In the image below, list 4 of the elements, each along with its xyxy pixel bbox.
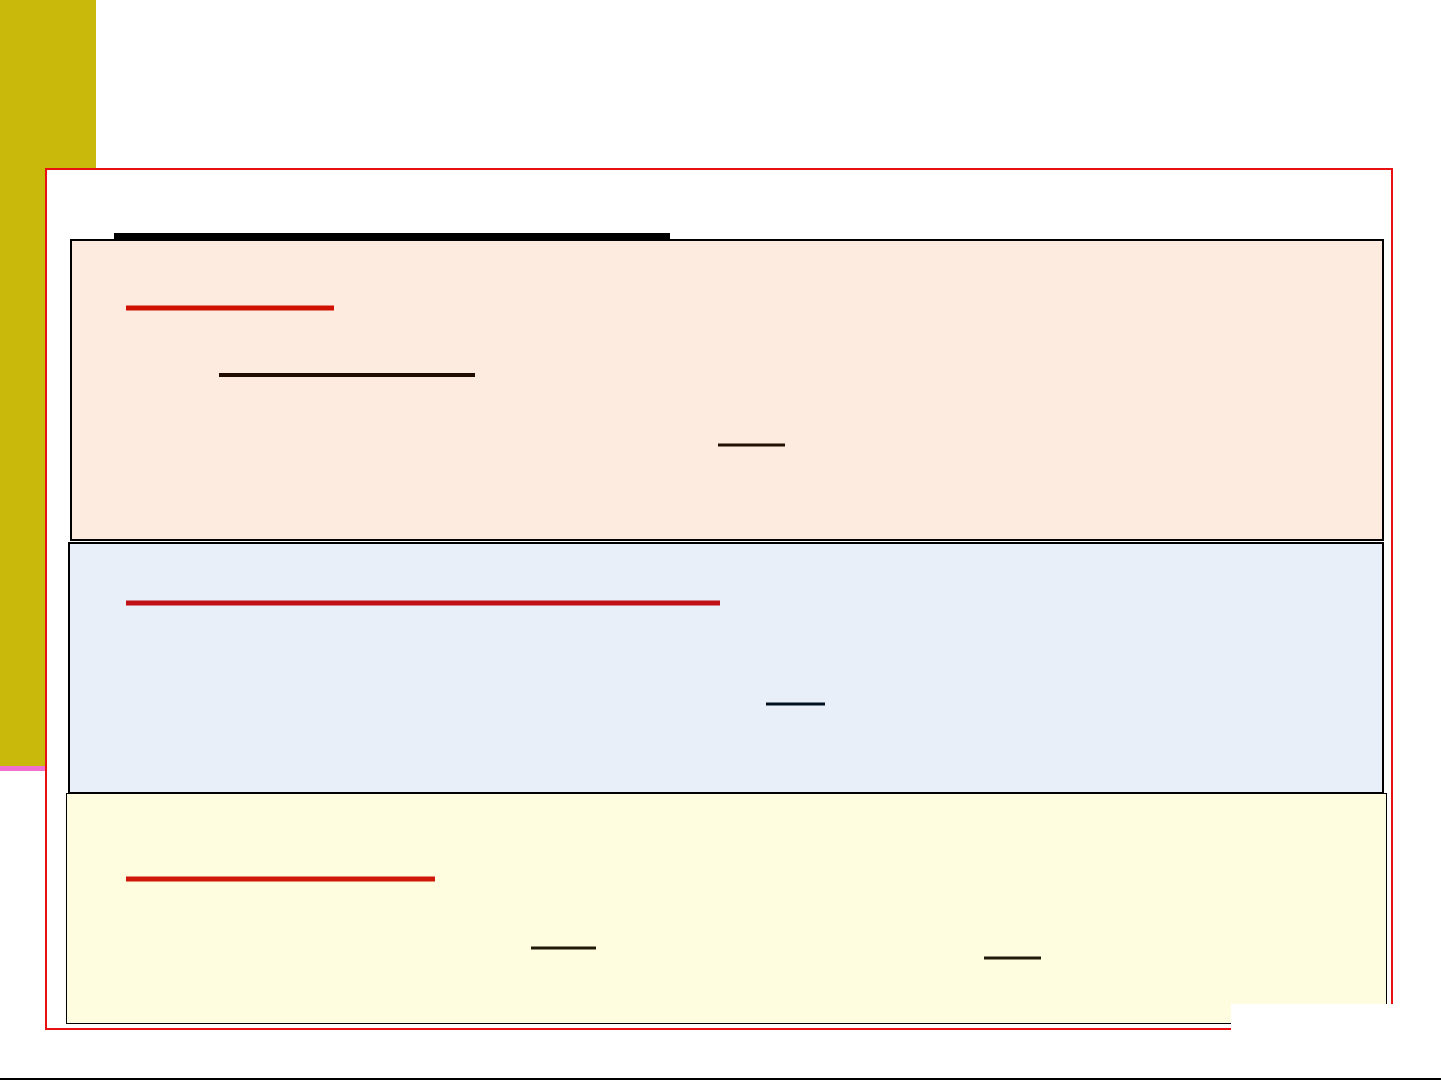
panel-background — [68, 542, 1384, 794]
panel-background — [66, 793, 1387, 1024]
panel-background — [70, 239, 1384, 541]
frame-background — [45, 168, 1393, 1030]
